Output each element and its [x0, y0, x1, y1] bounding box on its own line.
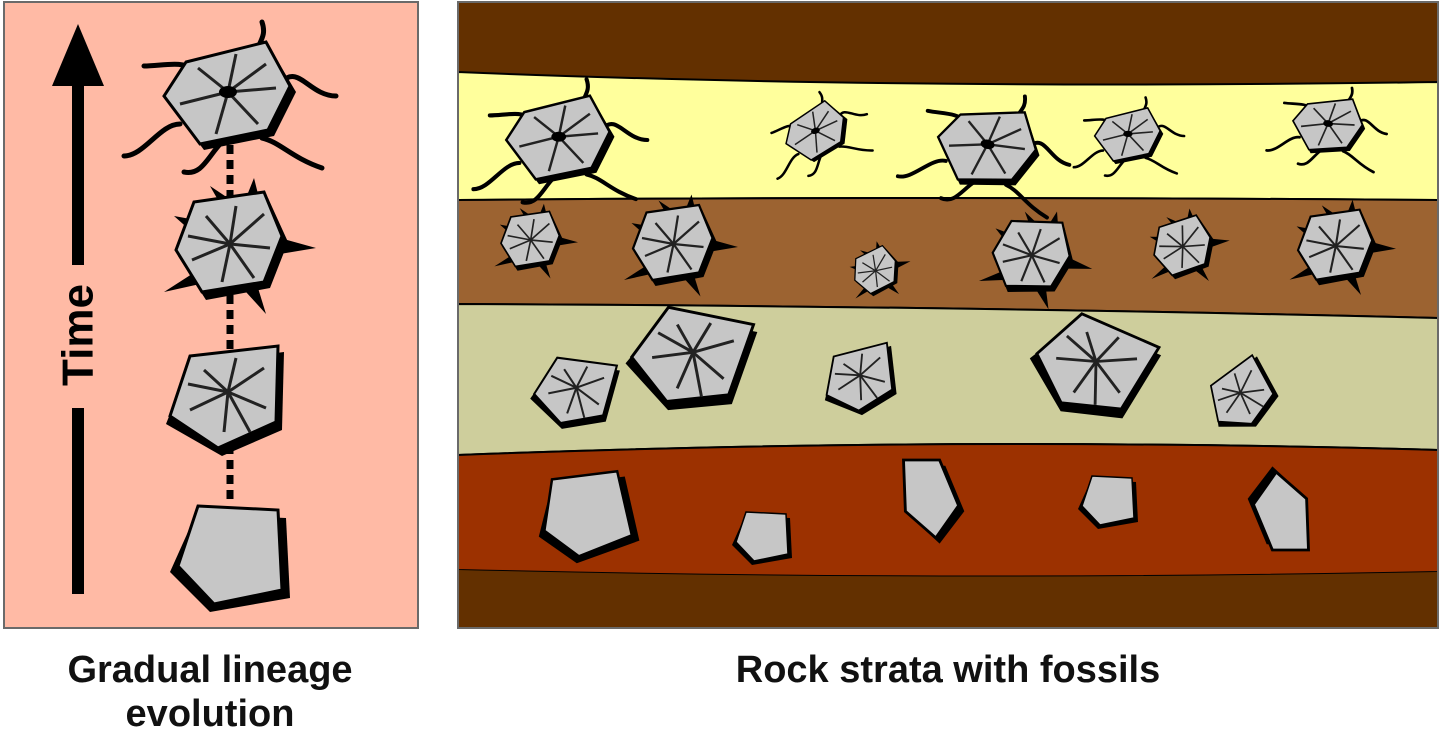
- lineage-caption: Gradual lineage evolution: [10, 648, 410, 736]
- time-arrow: [52, 24, 104, 594]
- brown-layer: [457, 197, 1439, 320]
- lineage-caption-line-1: Gradual lineage: [67, 649, 353, 691]
- strata-caption: Rock strata with fossils: [735, 649, 1161, 691]
- bottom-dark-layer: [458, 570, 1438, 628]
- lineage-caption-line-2: evolution: [125, 693, 295, 735]
- time-axis-label: Time: [54, 284, 103, 386]
